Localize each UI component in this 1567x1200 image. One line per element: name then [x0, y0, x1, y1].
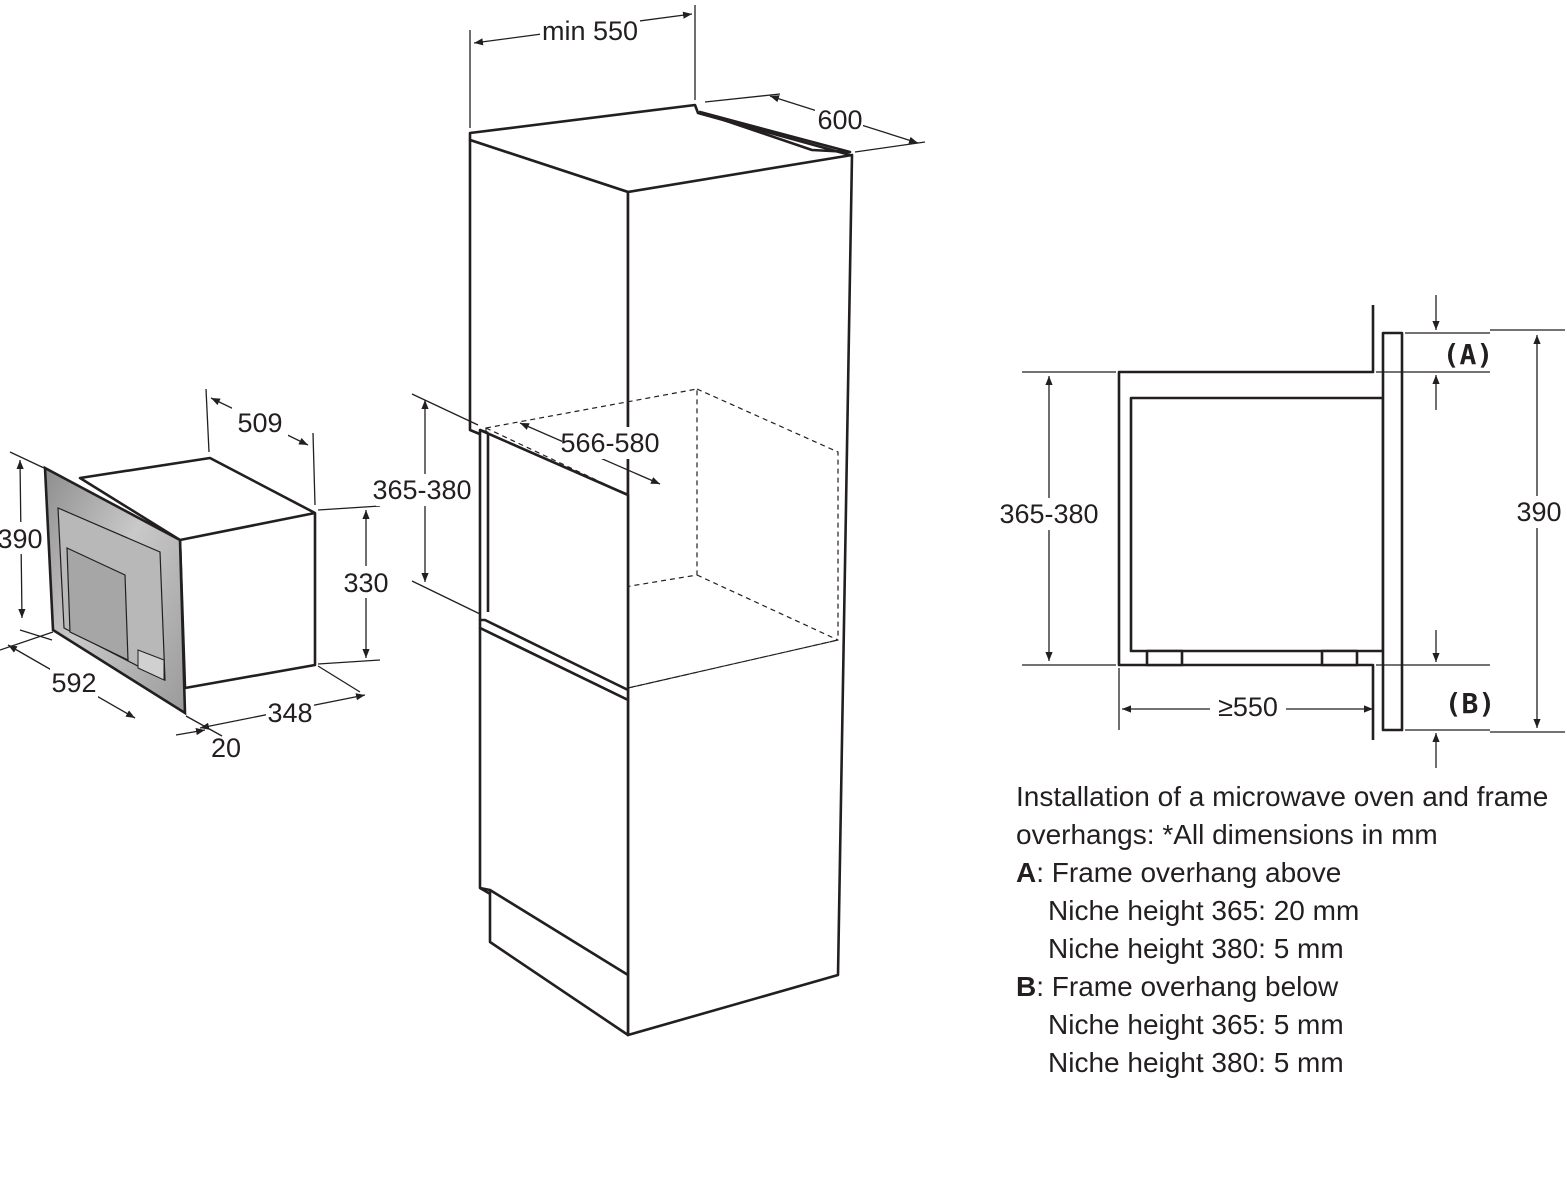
section-microwave-body: [1129, 396, 1385, 653]
cabinet-plinth: [488, 888, 630, 1037]
installation-notes: Installation of a microwave oven and fra…: [1016, 778, 1561, 1082]
notes-a-row: A: Frame overhang above: [1016, 854, 1561, 892]
notes-a-line1: Niche height 365: 20 mm: [1048, 895, 1360, 926]
dim-height-front: 390: [0, 524, 43, 554]
section-front-frame: [1381, 331, 1404, 732]
dim-section-total-height: 390: [1516, 497, 1561, 527]
microwave-control-panel: [137, 649, 165, 681]
dim-niche-height: 365-380: [372, 475, 471, 505]
notes-b-line2: Niche height 380: 5 mm: [1048, 1047, 1344, 1078]
label-a: (A): [1443, 338, 1494, 371]
dim-cabinet-min-width: min 550: [542, 16, 638, 46]
dim-cabinet-depth: 600: [817, 105, 862, 135]
notes-b-key: B: [1016, 971, 1037, 1002]
label-b: (B): [1445, 687, 1496, 720]
section-drawing: (A) (B) 390 365-380 ≥550: [999, 295, 1565, 768]
notes-a-key: A: [1016, 857, 1037, 888]
dim-width-front: 592: [51, 668, 96, 698]
dim-frame: 20: [211, 733, 241, 763]
notes-intro-line2: overhangs: *All dimensions in mm: [1016, 819, 1438, 850]
notes-a-line2: Niche height 380: 5 mm: [1048, 933, 1344, 964]
dim-height-body: 330: [343, 568, 388, 598]
notes-a-title: : Frame overhang above: [1036, 857, 1342, 888]
notes-intro-line1: Installation of a microwave oven and fra…: [1016, 781, 1549, 812]
notes-b-line1: Niche height 365: 5 mm: [1048, 1009, 1344, 1040]
microwave-drawing: 390 509 330 592 348 20: [0, 388, 389, 763]
dim-niche-depth: 566-580: [560, 428, 659, 458]
dim-section-niche-height: 365-380: [999, 499, 1098, 529]
dim-depth-body: 348: [267, 698, 312, 728]
notes-b-title: : Frame overhang below: [1036, 971, 1339, 1002]
notes-b-row: B: Frame overhang below: [1016, 968, 1561, 1006]
dim-section-depth: ≥550: [1218, 692, 1278, 722]
dim-depth-top: 509: [237, 408, 282, 438]
cabinet-drawing: min 550 600 566-580 365-380: [372, 5, 926, 1037]
